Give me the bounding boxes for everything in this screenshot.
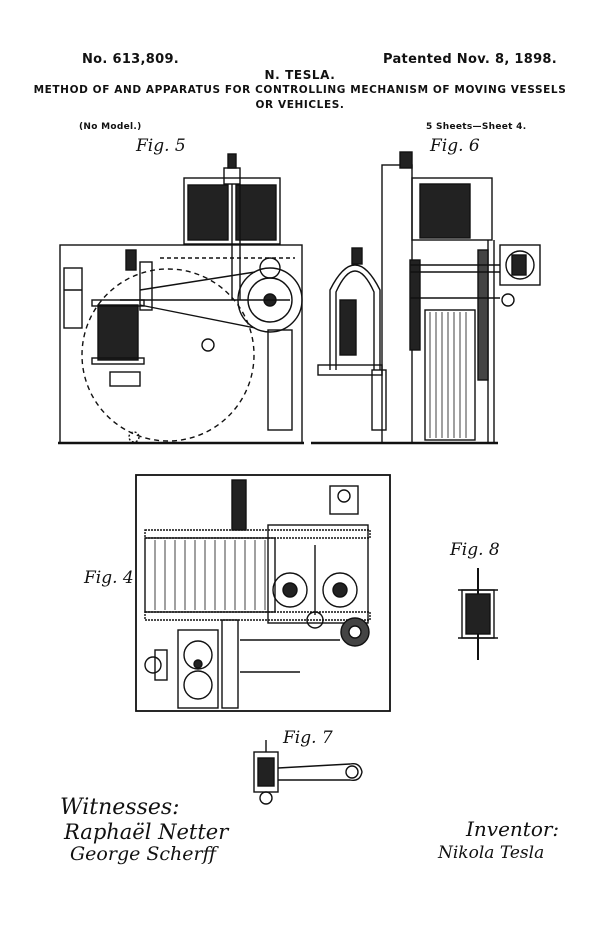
inventor-signature: Nikola Tesla [438, 843, 545, 863]
fig5-drawing [58, 153, 304, 445]
fig7-drawing [253, 740, 363, 805]
patent-date: Patented Nov. 8, 1898. [383, 52, 558, 67]
fig8-label: Fig. 8 [450, 540, 500, 560]
fig5-label: Fig. 5 [136, 136, 186, 156]
sheet-note: 5 Sheets—Sheet 4. [426, 122, 527, 132]
fig8-drawing [458, 568, 498, 660]
fig6-drawing [311, 151, 541, 445]
witnesses-label: Witnesses: [60, 795, 180, 820]
fig4-drawing [135, 474, 391, 712]
title-line-1: METHOD OF AND APPARATUS FOR CONTROLLING … [33, 84, 567, 96]
inventor-label: Inventor: [466, 817, 560, 841]
patent-number: No. 613,809. [82, 52, 180, 67]
fig7-label: Fig. 7 [283, 728, 333, 748]
fig4-label: Fig. 4 [84, 568, 134, 588]
fig6-label: Fig. 6 [430, 136, 480, 156]
title-line-2: OR VEHICLES. [255, 99, 345, 111]
witness-signature-1: Raphaël Netter [64, 820, 229, 844]
witness-signature-2: George Scherff [70, 843, 217, 865]
inventor-name: N. TESLA. [264, 68, 336, 82]
model-note: (No Model.) [79, 122, 142, 132]
